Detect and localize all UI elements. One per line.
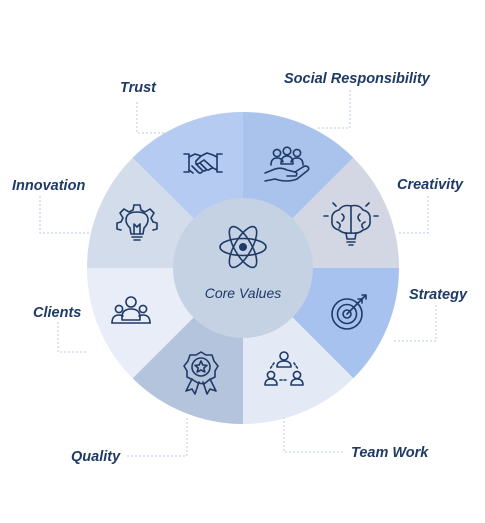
award-badge-icon	[183, 351, 219, 395]
atom-icon	[219, 225, 267, 269]
label-creativity: Creativity	[397, 177, 464, 193]
label-quality: Quality	[71, 449, 121, 465]
leader-strategy	[392, 305, 437, 342]
team-network-icon	[264, 351, 304, 386]
hand-holding-people-icon	[264, 146, 310, 182]
people-group-icon	[111, 296, 151, 324]
leader-quality	[127, 418, 188, 457]
label-social-responsibility: Social Responsibility	[284, 71, 430, 87]
center-disc	[173, 198, 313, 338]
leader-social-responsibility	[318, 90, 351, 129]
brain-lightbulb-icon	[323, 202, 379, 246]
leader-lines	[39, 90, 437, 457]
center-label: Core Values	[204, 285, 282, 301]
label-trust: Trust	[120, 80, 156, 96]
leader-innovation	[39, 196, 90, 234]
leader-team-work	[283, 418, 343, 453]
lightbulb-gear-icon	[116, 204, 158, 241]
leader-trust	[136, 102, 175, 134]
leader-clients	[57, 322, 88, 353]
label-clients: Clients	[33, 305, 82, 321]
target-dart-icon	[331, 294, 367, 330]
handshake-icon	[183, 152, 223, 174]
label-innovation: Innovation	[12, 178, 86, 194]
label-team-work: Team Work	[351, 445, 429, 461]
label-strategy: Strategy	[409, 287, 468, 303]
leader-creativity	[397, 196, 429, 234]
